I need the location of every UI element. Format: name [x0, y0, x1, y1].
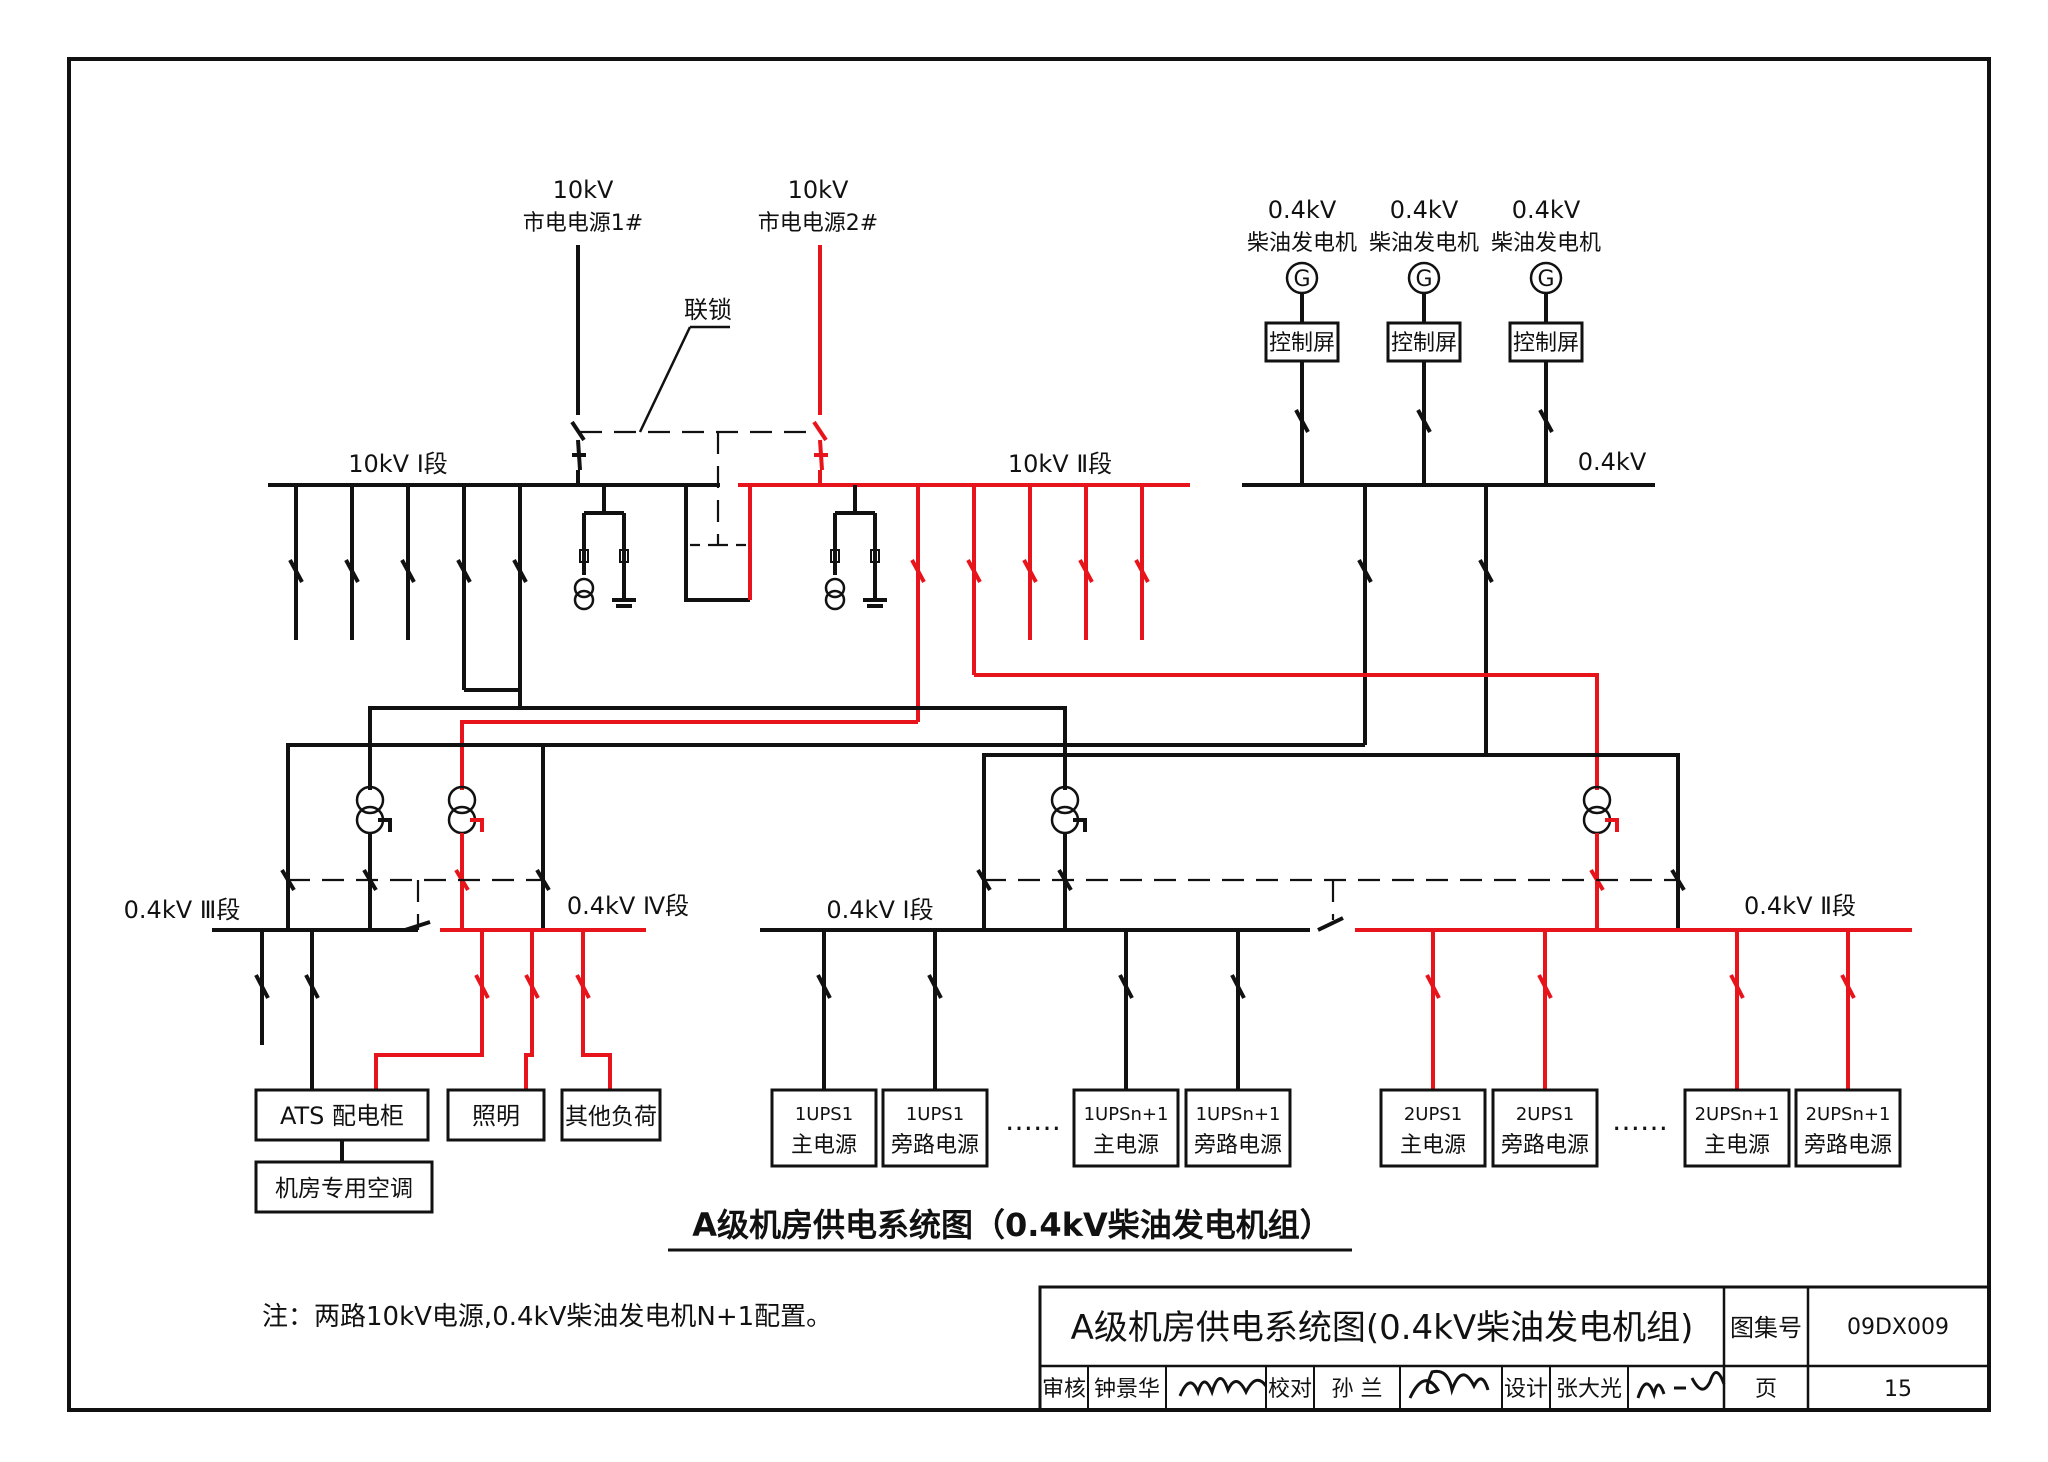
- ups-role: 旁路电源: [891, 1133, 979, 1158]
- ups-id: 1UPS1: [906, 1104, 964, 1125]
- generator-symbol-letter: G: [1537, 267, 1554, 292]
- ats-box: [254, 1088, 430, 1142]
- generator-name: 柴油发电机: [1491, 231, 1601, 256]
- reviewer-signature: [1178, 1377, 1268, 1397]
- title-block: [1038, 1285, 1991, 1412]
- generator-voltage: 0.4kV: [1390, 196, 1459, 224]
- ups-id: 2UPS1: [1516, 1104, 1574, 1125]
- design-label: 设计: [1504, 1377, 1548, 1402]
- pt-unit-2: [824, 485, 887, 611]
- ups-box: [1184, 1088, 1292, 1168]
- generator-voltage: 0.4kV: [1268, 196, 1337, 224]
- utility1-name: 市电电源1#: [523, 211, 643, 236]
- control-panel-label: 控制屏: [1391, 331, 1457, 356]
- ups-left-ellipsis: ……: [1005, 1104, 1061, 1137]
- ats-label: ATS 配电柜: [280, 1102, 404, 1130]
- pt-unit-1: [573, 485, 636, 611]
- generator-breaker: [1538, 409, 1554, 433]
- ups-role: 主电源: [791, 1133, 857, 1158]
- generator-symbol-letter: G: [1415, 267, 1432, 292]
- control-panel-box: [1264, 321, 1340, 363]
- ups-right-group: 2UPS1 主电源 2UPS1 旁路电源 2UPSn+1 主电源 2UPSn+1 旁路电源: [1379, 1088, 1902, 1168]
- other-load-box: [560, 1088, 662, 1142]
- designer-signature: [1636, 1371, 1726, 1400]
- ups-box: [881, 1088, 989, 1168]
- ups-role: 旁路电源: [1194, 1133, 1282, 1158]
- ups-id: 2UPSn+1: [1806, 1104, 1891, 1125]
- ups-role: 主电源: [1704, 1133, 1770, 1158]
- hv1-feeders: [288, 485, 528, 690]
- ups-box: [770, 1088, 878, 1168]
- lighting-box: [446, 1088, 546, 1142]
- ups-role: 旁路电源: [1501, 1133, 1589, 1158]
- ups-id: 2UPS1: [1404, 1104, 1462, 1125]
- ups-left-group: 1UPS1 主电源 1UPS1 旁路电源 1UPSn+1 主电源 1UPSn+1 旁路电源: [770, 1088, 1292, 1168]
- title-block-title: A级机房供电系统图(0.4kV柴油发电机组): [1071, 1308, 1694, 1348]
- incomer2-switch: [812, 400, 828, 485]
- reviewer-name: 钟景华: [1094, 1377, 1160, 1402]
- ups-box: [1794, 1088, 1902, 1168]
- bus-10kv-1-label: 10kV Ⅰ段: [348, 450, 448, 478]
- ups-box: [1072, 1088, 1180, 1168]
- drawing-frame: [67, 57, 1991, 1412]
- utility1-voltage: 10kV: [553, 176, 614, 204]
- ups-id: 1UPSn+1: [1084, 1104, 1169, 1125]
- generator-name: 柴油发电机: [1369, 231, 1479, 256]
- ups-id: 2UPSn+1: [1695, 1104, 1780, 1125]
- other-load-label: 其他负荷: [565, 1104, 657, 1130]
- designer-name: 张大光: [1556, 1377, 1622, 1402]
- ac-label: 机房专用空调: [275, 1176, 413, 1202]
- ups-right-ellipsis: ……: [1612, 1104, 1668, 1137]
- bus-lv3-label: 0.4kV Ⅲ段: [124, 896, 241, 924]
- control-panel-label: 控制屏: [1513, 331, 1579, 356]
- atlas-number: 09DX009: [1847, 1315, 1949, 1340]
- bus-lv4-label: 0.4kV Ⅳ段: [567, 892, 689, 920]
- ups-box: [1379, 1088, 1487, 1168]
- page-label: 页: [1755, 1377, 1777, 1402]
- bus-lv1-label: 0.4kV Ⅰ段: [826, 896, 933, 924]
- generator-name: 柴油发电机: [1247, 231, 1357, 256]
- control-panel-label: 控制屏: [1269, 331, 1335, 356]
- interlock-label: 联锁: [684, 296, 732, 324]
- ups-id: 1UPSn+1: [1196, 1104, 1281, 1125]
- ups-role: 主电源: [1400, 1133, 1466, 1158]
- diagram-caption: A级机房供电系统图（0.4kV柴油发电机组）: [692, 1206, 1332, 1244]
- generator-voltage: 0.4kV: [1512, 196, 1581, 224]
- generator-breaker: [1416, 409, 1432, 433]
- generator-group: 0.4kV 柴油发电机 G 控制屏 0.4kV 柴油发电机 G 控制屏 0.4kV 柴油发电机 G 控…: [1247, 196, 1601, 485]
- checker-signature: [1408, 1369, 1490, 1399]
- note: 注：两路10kV电源,0.4kV柴油发电机N+1配置。: [262, 1302, 832, 1332]
- transformer-2: [447, 785, 484, 835]
- bus-gen-label: 0.4kV: [1578, 448, 1647, 476]
- atlas-label: 图集号: [1730, 1314, 1802, 1342]
- bus-lv2-label: 0.4kV Ⅱ段: [1744, 892, 1856, 920]
- ac-box: [254, 1160, 434, 1214]
- transformer-3: [1050, 785, 1087, 835]
- incomer1-switch: [570, 400, 586, 485]
- review-label: 审核: [1042, 1377, 1086, 1402]
- utility2-name: 市电电源2#: [758, 211, 878, 236]
- ups-box: [1491, 1088, 1599, 1168]
- check-label: 校对: [1268, 1377, 1312, 1402]
- page-number: 15: [1884, 1377, 1912, 1402]
- ups-role: 主电源: [1093, 1133, 1159, 1158]
- generator-breaker: [1294, 409, 1310, 433]
- ups-id: 1UPS1: [795, 1104, 853, 1125]
- ups-role: 旁路电源: [1804, 1133, 1892, 1158]
- hv2-feeders: [910, 485, 1150, 722]
- ups-box: [1683, 1088, 1791, 1168]
- transformer-4: [1582, 785, 1619, 835]
- utility2-voltage: 10kV: [788, 176, 849, 204]
- bus-10kv-2-label: 10kV Ⅱ段: [1008, 450, 1112, 478]
- generator-symbol-letter: G: [1293, 267, 1310, 292]
- transformer-1: [355, 785, 392, 835]
- lighting-label: 照明: [472, 1102, 520, 1130]
- checker-name: 孙 兰: [1332, 1377, 1383, 1402]
